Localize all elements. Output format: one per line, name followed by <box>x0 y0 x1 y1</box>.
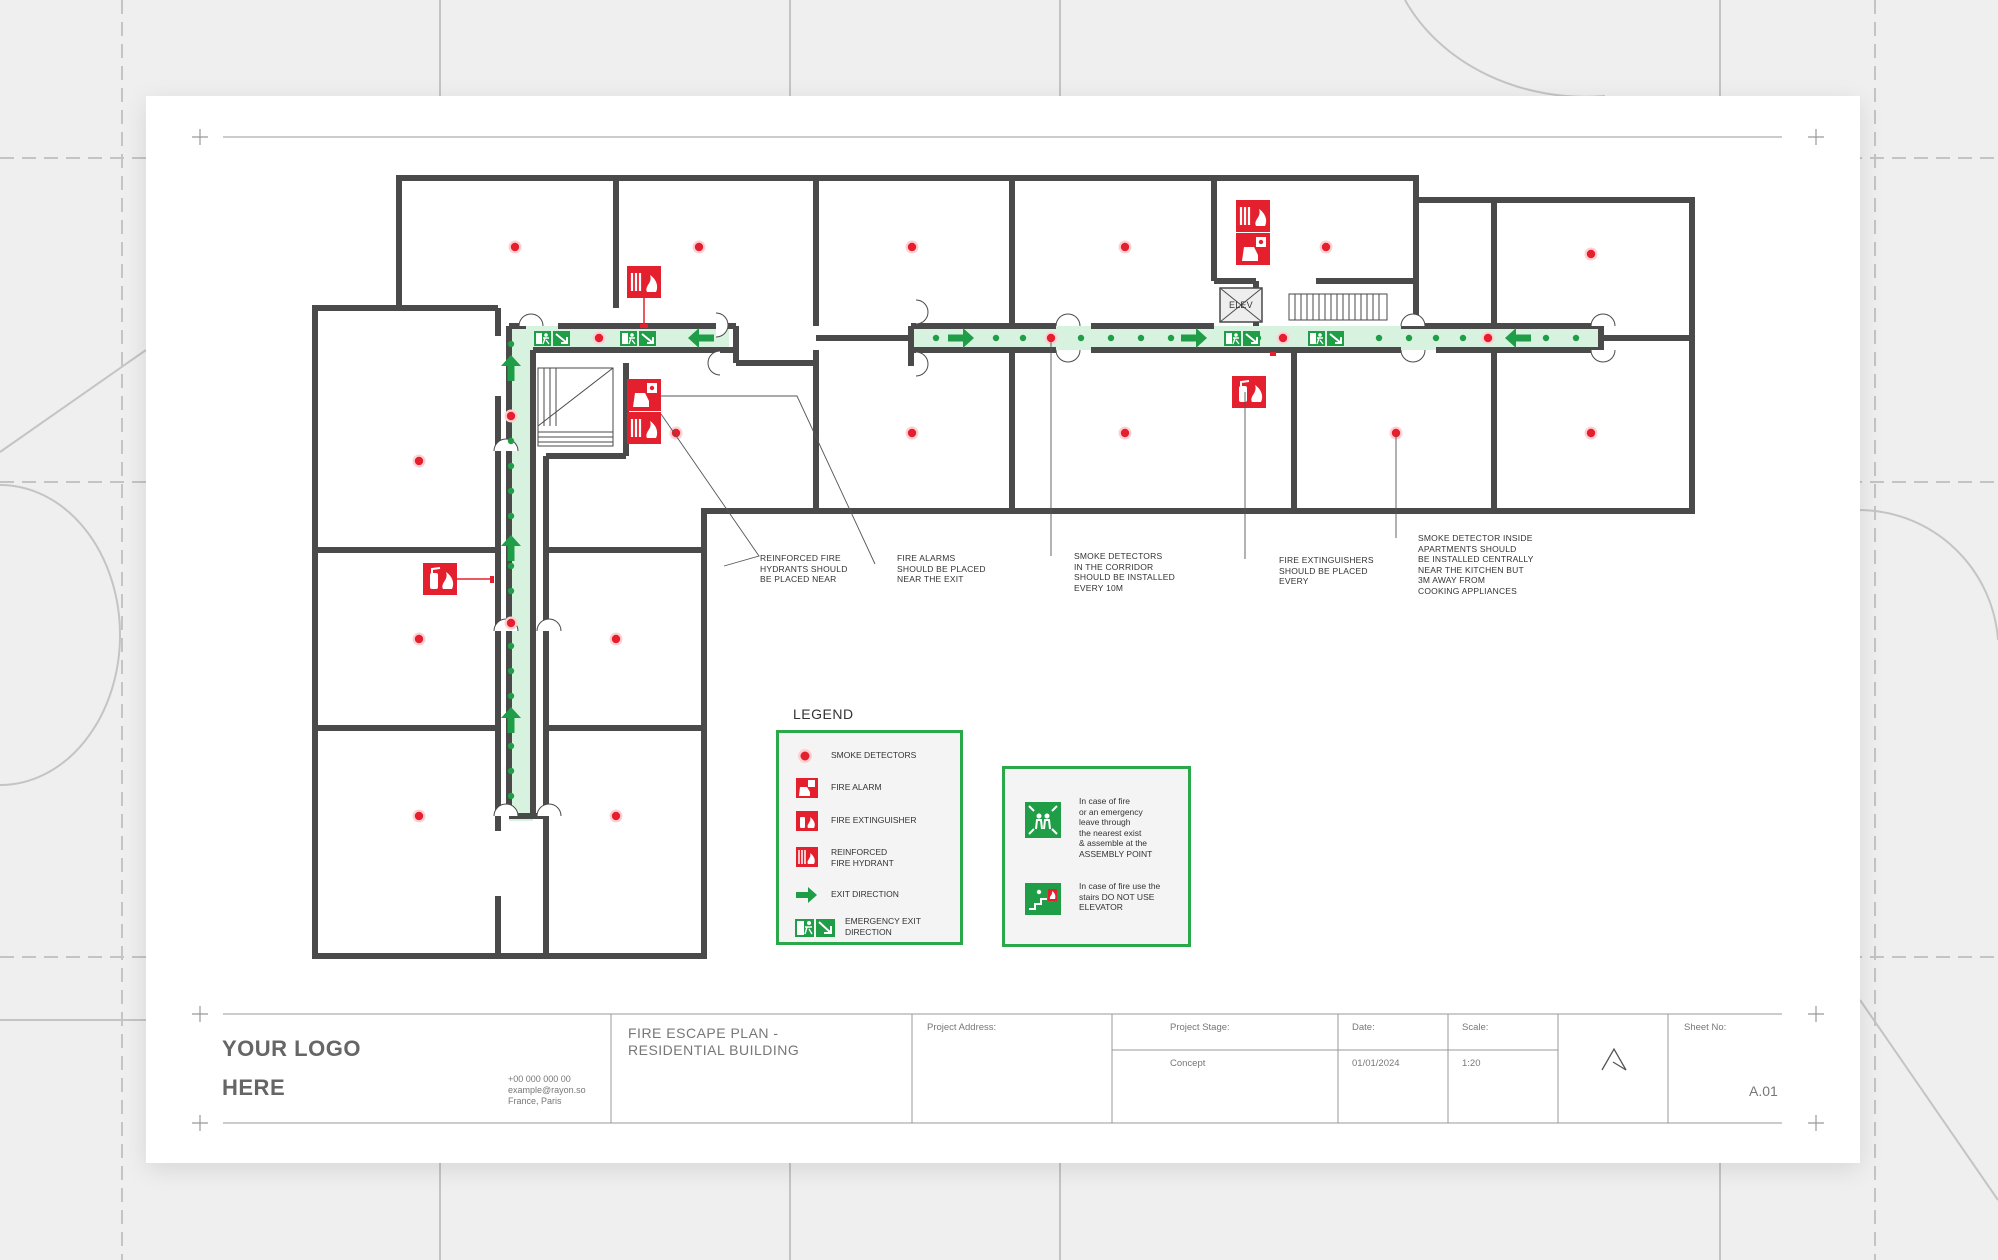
sheet-number-label: Sheet No: <box>1684 1022 1727 1033</box>
legend-item: FIRE EXTINGUISHER <box>779 809 959 833</box>
legend-label: SMOKE DETECTORS <box>831 750 917 760</box>
title-block-frame <box>223 136 1782 1124</box>
legend-label: FIRE EXTINGUISHER <box>831 815 917 825</box>
annotation-fire-hydrants: REINFORCED FIRE HYDRANTS SHOULD BE PLACE… <box>760 553 848 584</box>
assembly-point-icon <box>1025 802 1061 838</box>
legend-title: LEGEND <box>793 706 854 722</box>
plan-title-line2: RESIDENTIAL BUILDING <box>628 1042 800 1058</box>
legend-item: SMOKE DETECTORS <box>779 744 959 768</box>
fire-hydrant-icon <box>796 847 818 867</box>
contact-phone: +00 000 000 00 <box>508 1074 571 1084</box>
crop-marks <box>192 129 1824 1131</box>
fire-equipment <box>422 198 1276 596</box>
annotation-smoke-detectors-corridor: SMOKE DETECTORS IN THE CORRIDOR SHOULD B… <box>1074 551 1175 593</box>
smoke-detector-icon <box>798 749 812 763</box>
plan-title-line1: FIRE ESCAPE PLAN - <box>628 1025 779 1041</box>
date-label: Date: <box>1352 1022 1375 1033</box>
logo-text-line1: YOUR LOGO <box>222 1036 361 1061</box>
legend-item: FIRE ALARM <box>779 776 959 800</box>
info-box: In case of fire or an emergency leave th… <box>1002 766 1191 947</box>
scale-label: Scale: <box>1462 1022 1489 1033</box>
scale-value: 1:20 <box>1462 1058 1481 1069</box>
stairs-exit-icon <box>1025 883 1061 915</box>
legend-item: EXIT DIRECTION <box>779 883 959 907</box>
elevator <box>1219 287 1263 323</box>
legend-box: SMOKE DETECTORS FIRE ALARM FIRE EXTINGUI… <box>776 730 963 945</box>
stairs-east <box>1288 293 1388 321</box>
fire-extinguisher-icon <box>796 811 818 831</box>
annotation-leaders <box>660 342 1397 567</box>
floor-plan <box>192 129 1824 1131</box>
emergency-exit-icon <box>795 919 835 937</box>
annotation-fire-alarms: FIRE ALARMS SHOULD BE PLACED NEAR THE EX… <box>897 553 986 584</box>
annotation-fire-extinguishers: FIRE EXTINGUISHERS SHOULD BE PLACED EVER… <box>1279 555 1374 586</box>
project-stage-value: Concept <box>1170 1058 1206 1069</box>
annotation-smoke-detector-apartments: SMOKE DETECTOR INSIDE APARTMENTS SHOULD … <box>1418 533 1534 596</box>
elevator-label: ELEV <box>1229 300 1253 310</box>
project-stage-label: Project Stage: <box>1170 1022 1230 1033</box>
assembly-point-text: In case of fire or an emergency leave th… <box>1079 796 1153 859</box>
arrow-icon <box>796 887 817 903</box>
date-value: 01/01/2024 <box>1352 1058 1400 1069</box>
north-icon <box>1601 1047 1627 1071</box>
drawing-sheet: ELEV REINFORCED FIRE HYDRANTS SHOULD BE … <box>146 96 1860 1163</box>
contact-email: example@rayon.so <box>508 1085 586 1095</box>
legend-item: REINFORCED FIRE HYDRANT <box>779 845 959 869</box>
legend-label: EMERGENCY EXIT DIRECTION <box>845 916 921 937</box>
legend-label: FIRE ALARM <box>831 782 882 792</box>
contact-location: France, Paris <box>508 1096 562 1106</box>
legend-label: EXIT DIRECTION <box>831 889 899 899</box>
sheet-number-value: A.01 <box>1749 1083 1778 1099</box>
project-address-label: Project Address: <box>927 1022 997 1033</box>
legend-item: EMERGENCY EXIT DIRECTION <box>779 916 959 940</box>
legend-label: REINFORCED FIRE HYDRANT <box>831 847 894 868</box>
logo-text-line2: HERE <box>222 1075 286 1100</box>
stairs-text: In case of fire use the stairs DO NOT US… <box>1079 881 1161 912</box>
fire-alarm-icon <box>796 778 818 798</box>
stairs-west <box>537 367 614 447</box>
